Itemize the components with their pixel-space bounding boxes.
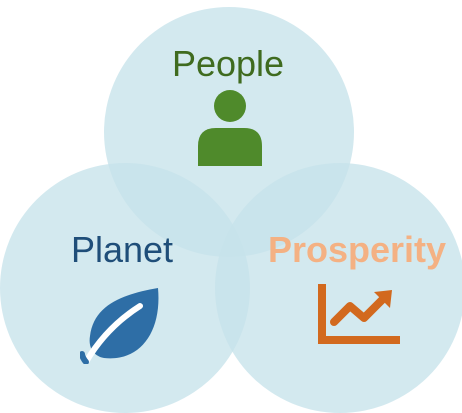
prosperity-label: Prosperity (267, 229, 447, 270)
people-label: People (171, 43, 285, 84)
planet-label: Planet (70, 229, 174, 270)
leaf-icon (79, 284, 166, 365)
person-icon (194, 88, 266, 166)
planet-circle (0, 163, 250, 413)
trending-up-chart-icon (318, 282, 402, 344)
prosperity-circle (215, 163, 462, 413)
